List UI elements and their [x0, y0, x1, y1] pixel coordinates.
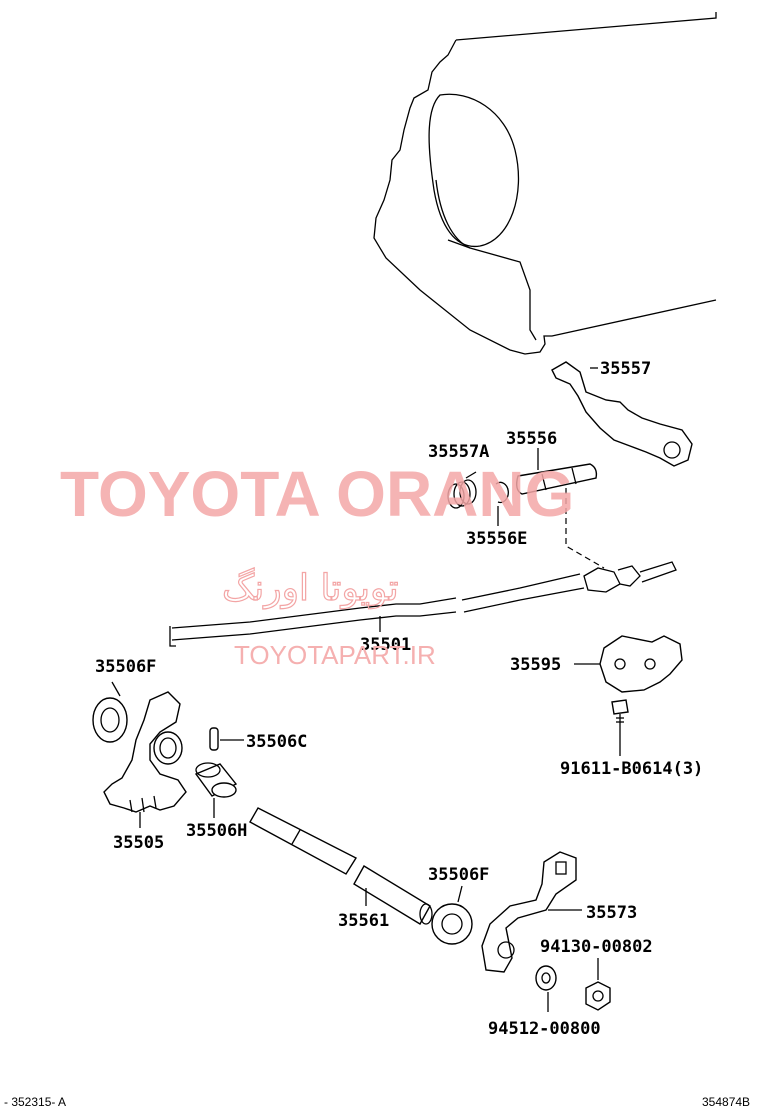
label-35556: 35556 — [506, 429, 557, 449]
part-35561-shaft[interactable] — [249, 807, 433, 925]
part-94130-nut[interactable] — [585, 981, 611, 1011]
part-94512-washer[interactable] — [535, 965, 557, 991]
part-35595-bracket[interactable] — [599, 635, 683, 693]
label-35505: 35505 — [113, 833, 164, 853]
label-35506F-bottom: 35506F — [428, 865, 489, 885]
footer-left-code: - 352315- A — [4, 1095, 66, 1109]
part-35556E-clip[interactable] — [495, 481, 509, 504]
part-35557A-spring[interactable] — [447, 471, 477, 509]
label-35557A: 35557A — [428, 442, 489, 462]
part-35557-lever[interactable] — [551, 361, 693, 467]
label-35561: 35561 — [338, 911, 389, 931]
part-35556-pin[interactable] — [515, 463, 598, 495]
label-91611: 91611-B0614(3) — [560, 759, 703, 779]
label-35556E: 35556E — [466, 529, 527, 549]
part-35506H-bushing[interactable] — [194, 762, 238, 798]
part-35506F-seal-top[interactable] — [92, 697, 128, 743]
part-35505-lever[interactable] — [103, 691, 187, 813]
part-35573-control-lever[interactable] — [481, 851, 577, 973]
label-94512: 94512-00800 — [488, 1019, 601, 1039]
label-35506F-top: 35506F — [95, 657, 156, 677]
watermark-brand: TOYOTA ORANG — [60, 458, 574, 530]
part-91611-bolt[interactable] — [611, 699, 629, 730]
transmission-housing — [373, 12, 717, 355]
part-35506F-seal-bottom[interactable] — [431, 903, 473, 945]
watermark-site: TOYOTAPART.IR — [234, 640, 436, 670]
label-35573: 35573 — [586, 903, 637, 923]
footer-right-code: 354874B — [702, 1095, 750, 1109]
part-35501-rod[interactable] — [169, 561, 677, 647]
watermark-persian: تویوتا اورنگ — [222, 567, 399, 609]
label-35506H: 35506H — [186, 821, 247, 841]
label-94130: 94130-00802 — [540, 937, 653, 957]
part-35506C-pin[interactable] — [209, 727, 219, 751]
label-35595: 35595 — [510, 655, 561, 675]
label-35501: 35501 — [360, 635, 411, 655]
label-35506C: 35506C — [246, 732, 307, 752]
label-35557: 35557 — [600, 359, 651, 379]
